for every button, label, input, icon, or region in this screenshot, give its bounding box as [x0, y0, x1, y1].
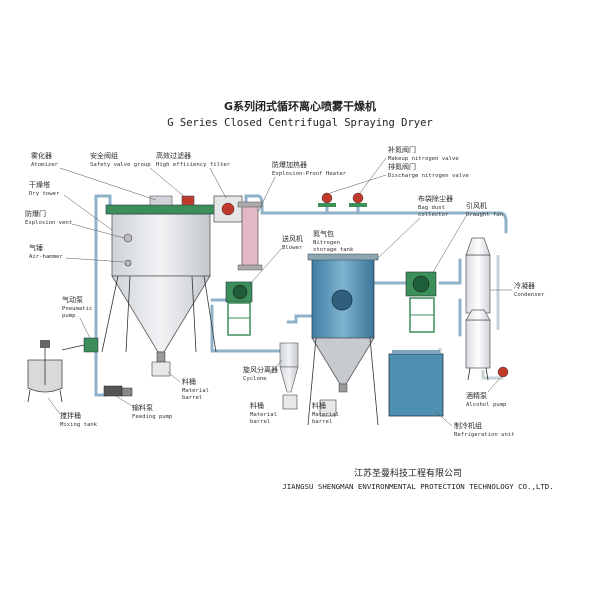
label-filter-zh: 高效过滤器 — [156, 151, 191, 160]
nitrogen-tank — [307, 253, 379, 426]
label-material-barrel-1-en1: Material — [182, 388, 209, 394]
label-cyclone-zh: 旋风分离器 — [243, 365, 278, 374]
label-discharge-valve-en: Discharge nitrogen valve — [388, 173, 469, 179]
label-pneumatic-pump-en2: pump — [62, 313, 76, 319]
label-nitrogen-tank-zh: 氮气包 — [313, 229, 334, 238]
label-heater-en: Explosion-Proof Heater — [272, 171, 347, 177]
label-bag-collector-en2: collector — [418, 212, 449, 218]
label-material-barrel-3-en2: barrel — [312, 419, 332, 425]
label-explosion-vent-en: Explosion vent — [25, 220, 72, 226]
label-atomizer-en: Atomizer — [31, 162, 59, 168]
label-atomizer-zh: 雾化器 — [31, 151, 52, 160]
label-dry-tower-zh: 干燥塔 — [29, 180, 50, 189]
label-heater-zh: 防爆加热器 — [272, 160, 307, 169]
label-makeup-valve-en: Makeup nitrogen valve — [388, 156, 459, 162]
label-air-hammer-zh: 气锤 — [29, 243, 43, 252]
nitrogen-valves — [318, 192, 367, 207]
dry-tower — [101, 195, 217, 377]
label-safety-valve-zh: 安全阀组 — [90, 151, 118, 160]
label-alcohol-pump-zh: 酒精泵 — [466, 391, 487, 400]
label-bag-collector-zh: 布袋除尘器 — [418, 194, 453, 203]
label-material-barrel-1-zh: 料桶 — [182, 377, 196, 386]
company-en: JIANGSU SHENGMAN ENVIRONMENTAL PROTECTIO… — [282, 482, 553, 491]
label-mixing-tank-zh: 搅拌桶 — [60, 411, 81, 420]
label-material-barrel-2-en1: Material — [250, 412, 277, 418]
label-filter-en: High efficiency filter — [156, 162, 231, 168]
label-draught-fan-en: Draught fan — [466, 212, 503, 218]
filter — [213, 195, 243, 223]
label-blower-zh: 送风机 — [282, 234, 303, 243]
heater — [237, 201, 263, 271]
label-alcohol-pump-en: Alcohol pump — [466, 402, 507, 408]
label-condenser-zh: 冷凝器 — [514, 281, 535, 290]
title-en: G Series Closed Centrifugal Spraying Dry… — [167, 117, 433, 129]
label-pneumatic-pump-zh: 气动泵 — [62, 295, 83, 304]
label-material-barrel-3-en1: Material — [312, 412, 339, 418]
label-nitrogen-tank-en2: storage tank — [313, 247, 354, 253]
label-feeding-pump-zh: 输料泵 — [132, 403, 153, 412]
label-dry-tower-en: Dry tower — [29, 191, 60, 197]
pneumatic-pump — [61, 337, 99, 353]
alcohol-pump-shape — [497, 366, 509, 378]
label-makeup-valve-zh: 补氮阀门 — [388, 145, 416, 154]
title-zh: G系列闭式循环离心喷雾干燥机 — [224, 99, 376, 113]
label-nitrogen-tank-en1: Nitrogen — [313, 240, 340, 246]
feeding-pump — [103, 385, 133, 397]
label-condenser-en: Condenser — [514, 292, 545, 298]
label-safety-valve-en: Safety valve group — [90, 162, 151, 168]
draught-fan — [405, 271, 437, 333]
label-discharge-valve-zh: 排氮阀门 — [388, 162, 416, 171]
blower — [225, 281, 253, 336]
label-draught-fan-zh: 引风机 — [466, 201, 487, 210]
company-zh: 江苏圣曼科技工程有限公司 — [354, 467, 462, 479]
mixing-tank — [27, 340, 63, 403]
label-material-barrel-3-zh: 料桶 — [312, 401, 326, 410]
label-material-barrel-2-en2: barrel — [250, 419, 270, 425]
label-bag-collector-en1: Bag dust — [418, 205, 445, 211]
label-explosion-vent-zh: 防爆门 — [25, 209, 46, 218]
label-air-hammer-en: Air-hammer — [29, 254, 63, 260]
label-material-barrel-1-en2: barrel — [182, 395, 202, 401]
label-blower-en: Blower — [282, 245, 303, 251]
label-mixing-tank-en: Mixing tank — [60, 422, 98, 428]
label-pneumatic-pump-en1: Pneumatic — [62, 306, 92, 312]
cyclone — [279, 342, 299, 410]
refrigeration-unit — [388, 350, 444, 417]
condenser — [465, 237, 491, 381]
label-refrigeration-en: Refrigeration unit — [454, 432, 515, 438]
labels: 雾化器 Atomizer 安全阀组 Safety valve group 高效过… — [25, 145, 545, 438]
label-feeding-pump-en: Feeding pump — [132, 414, 173, 420]
label-cyclone-en: Cyclone — [243, 376, 267, 382]
label-material-barrel-2-zh: 料桶 — [250, 401, 264, 410]
material-barrel-3-shape — [319, 399, 337, 417]
label-refrigeration-zh: 制冷机组 — [454, 421, 482, 430]
